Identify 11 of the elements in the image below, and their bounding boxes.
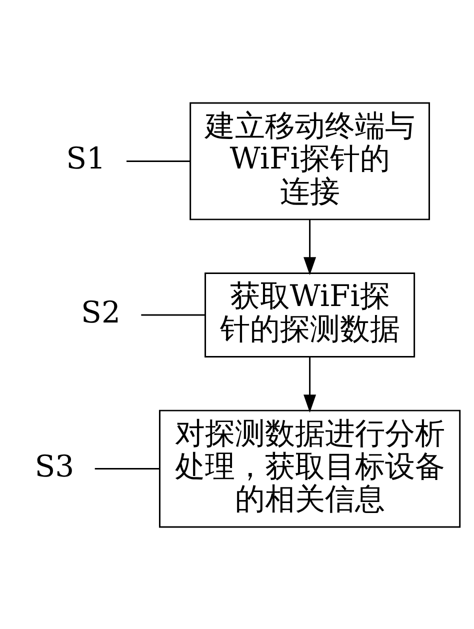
- node-text: S1: [66, 141, 106, 176]
- node-box: 建立移动终端与WiFi探针的连接: [190, 102, 430, 220]
- node-text: S2: [81, 294, 120, 330]
- connector: [126, 160, 190, 162]
- node-box: 获取WiFi探针的探测数据: [204, 272, 416, 358]
- node-text: S3: [34, 448, 74, 484]
- arrow: [304, 356, 316, 412]
- connector: [141, 314, 206, 316]
- connector: [94, 468, 160, 470]
- node-box: 对探测数据进行分析处理，获取目标设备的相关信息: [158, 409, 461, 528]
- arrow: [304, 219, 316, 275]
